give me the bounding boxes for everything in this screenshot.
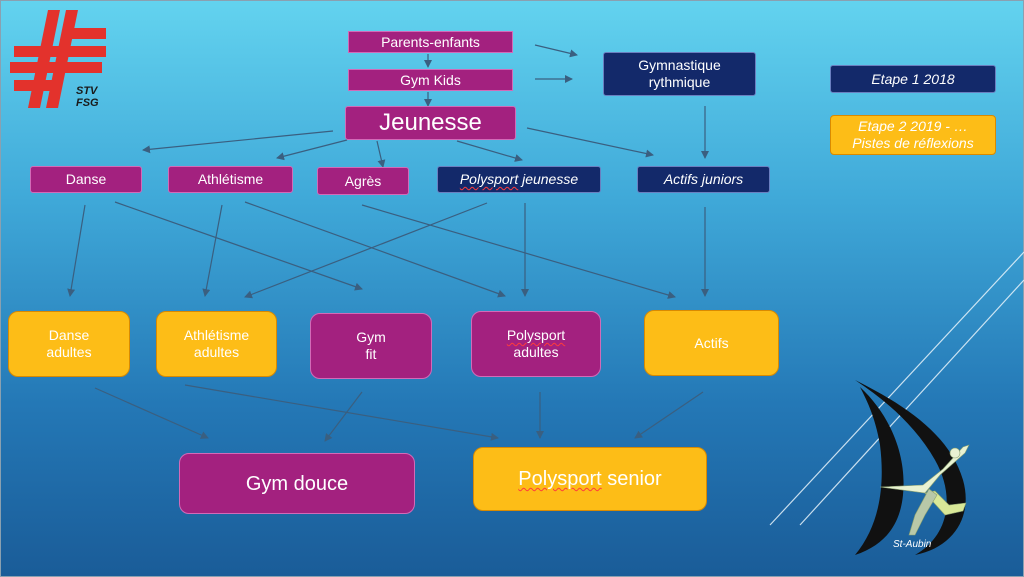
arrow-jeunesse-athletisme xyxy=(276,139,348,161)
arrow-athletismeadultes-polysportsenior xyxy=(184,384,499,441)
node-danse-adultes-line2: adultes xyxy=(46,344,92,360)
node-gymnastique-rythmique-line2: rythmique xyxy=(648,74,711,90)
node-danse: Danse xyxy=(30,166,142,193)
arrow-agres-actifs xyxy=(361,204,676,299)
arrow-danseadultes-gymdouce xyxy=(94,387,209,439)
arrow-actifs-polysportsenior xyxy=(634,391,704,439)
node-polysport-senior: Polysport senior xyxy=(473,447,707,511)
legend-etape2-line1: Etape 2 2019 - … xyxy=(858,118,968,135)
node-gym-fit-line1: Gym xyxy=(356,329,386,346)
node-gym-fit: Gym fit xyxy=(310,313,432,379)
node-athletisme: Athlétisme xyxy=(168,166,293,193)
node-athletisme-adultes-line1: Athlétisme xyxy=(183,327,250,344)
node-gym-kids: Gym Kids xyxy=(348,69,513,91)
logo-bar-bottom xyxy=(10,62,102,73)
arrow-gymfit-gymdouce xyxy=(324,391,363,442)
node-polysport-jeunesse-rest: jeunesse xyxy=(518,171,579,188)
legend-etape2-line2: Pistes de réflexions xyxy=(852,135,974,151)
node-athletisme-adultes-line2: adultes xyxy=(193,344,240,360)
legend-etape1: Etape 1 2018 xyxy=(830,65,996,93)
node-polysport-jeunesse: Polysport jeunesse xyxy=(437,166,601,193)
logo-text-fsg: FSG xyxy=(76,97,99,109)
decorative-lines xyxy=(769,251,1024,526)
node-athletisme-adultes: Athlétisme adultes xyxy=(156,311,277,377)
arrow-jeunesse-danse xyxy=(142,130,334,154)
node-polysport-senior-word: Polysport xyxy=(518,468,602,490)
node-danse-adultes: Danse adultes xyxy=(8,311,130,377)
st-aubin-text: St-Aubin xyxy=(893,539,932,550)
arrow-jeunesse-agres xyxy=(376,140,386,168)
node-polysport-adultes: Polysport adultes xyxy=(471,311,601,377)
node-gymnastique-rythmique: Gymnastique rythmique xyxy=(603,52,756,96)
arrow-athletisme-athletismeadultes xyxy=(202,204,223,297)
logo-text-stv: STV xyxy=(76,85,99,97)
stv-fsg-logo: STV FSG xyxy=(10,10,106,109)
arrow-danse-danseadultes xyxy=(67,204,86,297)
node-gymnastique-rythmique-line1: Gymnastique xyxy=(638,57,721,74)
logo-bar-lower xyxy=(14,80,52,91)
node-agres: Agrès xyxy=(317,167,409,195)
node-actifs: Actifs xyxy=(644,310,779,376)
node-parents-enfants: Parents-enfants xyxy=(348,31,513,53)
logo-bar-top xyxy=(14,46,106,57)
node-polysport-jeunesse-word: Polysport xyxy=(459,171,519,188)
arrow-jeunesse-polysportjeunesse xyxy=(456,140,523,162)
node-polysport-senior-rest: senior xyxy=(601,468,662,490)
node-polysport-adultes-line2: adultes xyxy=(513,344,559,360)
node-polysport-adultes-line1: Polysport xyxy=(506,327,566,344)
logo-swoosh-inner xyxy=(855,387,904,555)
gymnast-figure xyxy=(879,444,970,536)
arrow-polysportjeunesse-athletismeadultes xyxy=(244,202,488,299)
arrow-danse-gymfit xyxy=(114,201,363,291)
logo-swoosh-outer xyxy=(855,380,966,555)
arrow-athletisme-polysportadultes xyxy=(244,201,506,298)
node-jeunesse: Jeunesse xyxy=(345,106,516,140)
legend-etape2: Etape 2 2019 - … Pistes de réflexions xyxy=(830,115,996,155)
node-gym-fit-line2: fit xyxy=(365,346,377,362)
logo-bar-upper xyxy=(70,28,106,39)
node-actifs-juniors: Actifs juniors xyxy=(637,166,770,193)
node-gym-douce: Gym douce xyxy=(179,453,415,514)
st-aubin-logo: St-Aubin xyxy=(855,380,970,555)
arrow-jeunesse-actifsjuniors xyxy=(526,127,654,158)
arrow-parents-gr xyxy=(534,44,578,58)
node-danse-adultes-line1: Danse xyxy=(48,327,90,344)
